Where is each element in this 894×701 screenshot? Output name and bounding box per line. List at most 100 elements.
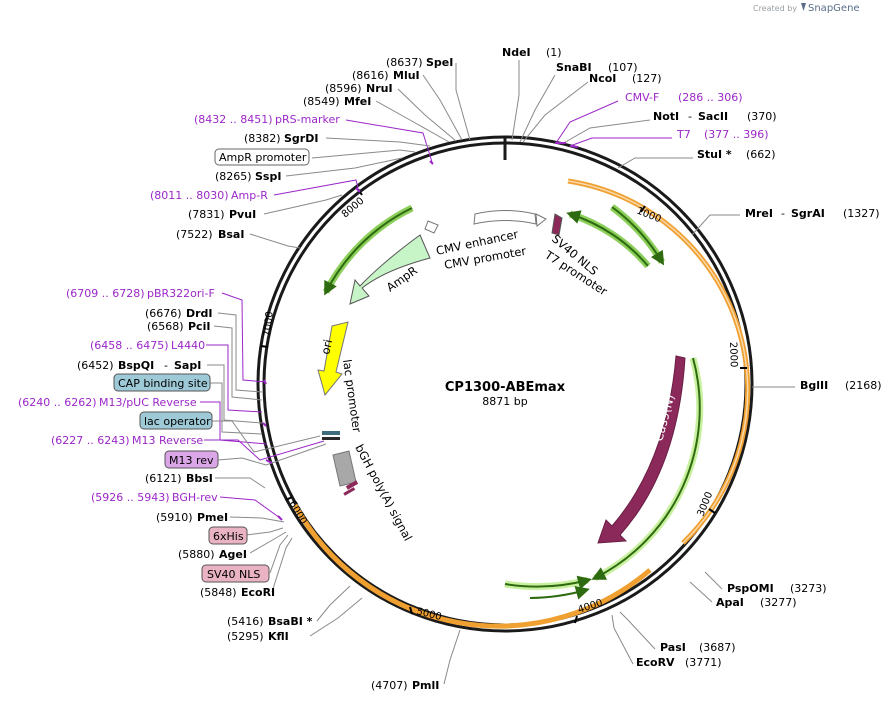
plasmid-length: 8871 bp	[482, 395, 527, 408]
cmvf-range: (286 .. 306)	[678, 91, 743, 104]
ncoi-pos: (127)	[632, 72, 662, 85]
ori-label: ori	[318, 338, 335, 356]
lac-operator-box	[139, 411, 213, 430]
mrei-name: MreI	[745, 207, 773, 220]
pmei-name: PmeI	[197, 511, 228, 524]
sv40nls-mark-lower	[345, 480, 359, 490]
bghrev-range: (5926 .. 5943)	[91, 491, 170, 504]
ampr-primer-range: (8011 .. 8030)	[150, 189, 229, 202]
ecorv-name: EcoRV	[636, 656, 675, 669]
pbr322-range: (6709 .. 6728)	[66, 287, 145, 300]
bsai-pos: (7522)	[176, 228, 213, 241]
bbsi-pos: (6121)	[145, 472, 182, 485]
ndei-name: NdeI	[502, 46, 531, 59]
cmv-enhancer-feature	[473, 210, 537, 225]
pcii-name: PciI	[188, 320, 210, 333]
mlui-name: MluI	[393, 69, 420, 82]
pspomi-pos: (3273)	[790, 582, 827, 595]
ampr-primer-name: Amp-R	[231, 189, 268, 202]
t7-name: T7	[676, 128, 691, 141]
ampr-feature	[349, 234, 431, 305]
stui-name: StuI *	[697, 148, 732, 161]
ecorv-pos: (3771)	[685, 656, 722, 669]
t7-range: (377 .. 396)	[704, 128, 769, 141]
sv40-nls-box	[201, 564, 270, 583]
stui-pos: (662)	[746, 148, 776, 161]
green-arrow-upper-right	[611, 206, 665, 266]
plasmid-name: CP1300-ABEmax	[445, 380, 566, 395]
m13reverse-range: (6227 .. 6243)	[51, 434, 130, 447]
bsai-name: BsaI	[218, 228, 244, 241]
m13reverse-name: M13 Reverse	[132, 434, 203, 447]
l4440-name: L4440	[171, 339, 205, 352]
bspqi-pos: (6452)	[77, 359, 114, 372]
kfli-pos: (5295)	[227, 630, 264, 643]
pbr322-name: pBR322ori-F	[147, 287, 215, 300]
sacii-name: SacII	[698, 110, 728, 123]
m13-rev-box	[164, 450, 219, 469]
lac-operator-mark	[322, 431, 340, 435]
drdi-name: DrdI	[186, 307, 213, 320]
green-arrow-right	[591, 357, 701, 580]
agei-name: AgeI	[219, 548, 247, 561]
l4440-range: (6458 .. 6475)	[90, 339, 169, 352]
sgrdi-pos: (8382)	[244, 132, 281, 145]
green-arrow-left	[324, 207, 413, 296]
primer-marks	[262, 142, 579, 521]
green-arrow-bottom-inner	[529, 585, 590, 600]
m13puc-range: (6240 .. 6262)	[18, 396, 97, 409]
orf-band-lower	[292, 503, 652, 629]
sv40-nls-box-label: SV40 NLS	[207, 568, 260, 581]
tick-7000: 7000	[262, 311, 276, 337]
bghrev-name: BGH-rev	[172, 491, 218, 504]
sgrdi-name: SgrDI	[284, 132, 318, 145]
tick-2000: 2000	[727, 342, 739, 368]
snapgene-logo-icon	[801, 3, 806, 11]
tick-1000: 1000	[635, 206, 663, 226]
pcii-pos: (6568)	[147, 320, 184, 333]
bsabi-name: BsaBI *	[268, 615, 313, 628]
kfli-name: KflI	[268, 630, 289, 643]
bspqi-sep: -	[164, 359, 168, 372]
sapi-name: SapI	[174, 359, 201, 372]
m13puc-name: M13/pUC Reverse	[99, 396, 197, 409]
his6-box	[208, 526, 248, 545]
noti-sep: -	[688, 110, 692, 123]
mfei-name: MfeI	[344, 95, 371, 108]
sv40nls-mark-upper	[551, 213, 563, 236]
bsabi-pos: (5416)	[227, 615, 264, 628]
cap-binding-box	[113, 373, 211, 392]
lac-operator-label: lac operator	[144, 415, 211, 428]
mrei-sgrai-pos: (1327)	[843, 207, 880, 220]
bbsi-name: BbsI	[186, 472, 213, 485]
ndei-pos: (1)	[546, 46, 562, 59]
pvui-name: PvuI	[229, 208, 256, 221]
bspqi-name: BspQI	[118, 359, 154, 372]
agei-pos: (5880)	[178, 548, 215, 561]
ampr-promoter-mark	[424, 220, 439, 234]
leader-lines-left	[200, 63, 471, 685]
nrui-pos: (8596)	[325, 82, 362, 95]
lac-promoter-label: lac promoter	[340, 358, 364, 433]
pmli-pos: (4707)	[371, 679, 408, 692]
apai-name: ApaI	[716, 596, 744, 609]
tick-6000: 6000	[286, 499, 308, 527]
ecori-name: EcoRI	[241, 586, 275, 599]
apai-pos: (3277)	[760, 596, 797, 609]
cap-binding-label: CAP binding site	[118, 377, 208, 390]
watermark-prefix: Created by	[753, 4, 797, 13]
noti-name: NotI	[653, 110, 679, 123]
bgh-feature	[332, 450, 357, 487]
green-arrow-upper-right-inner	[566, 210, 649, 267]
cas9-feature	[597, 355, 686, 544]
drdi-pos: (6676)	[145, 307, 182, 320]
sspi-pos: (8265)	[215, 170, 252, 183]
tick-8000: 8000	[340, 196, 367, 221]
bglii-name: BglII	[800, 379, 828, 392]
sspi-name: SspI	[255, 170, 281, 183]
pasi-pos: (3687)	[699, 641, 736, 654]
cmvf-name: CMV-F	[625, 91, 659, 104]
noti-sacii-pos: (370)	[747, 110, 777, 123]
prs-name: pRS-marker	[275, 113, 340, 126]
